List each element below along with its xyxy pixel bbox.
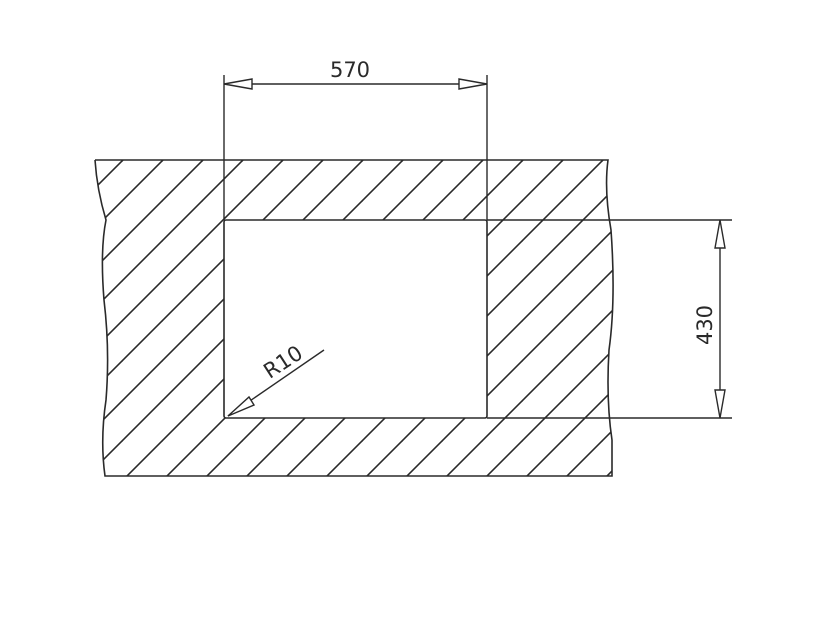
arrow-up-icon: [714, 219, 726, 249]
width-dimension: [223, 75, 488, 220]
height-dimension: [487, 219, 732, 419]
arrow-right-icon: [458, 78, 488, 90]
radius-leader: [227, 349, 325, 417]
height-dimension-label: 430: [693, 305, 717, 345]
worktop-outline: [94, 159, 614, 477]
worktop-hatch: [95, 160, 614, 476]
arrow-down-icon: [714, 389, 726, 419]
arrow-left-icon: [223, 78, 253, 90]
sink-cutout: [223, 219, 488, 419]
arrow-radius-icon: [227, 395, 256, 417]
width-dimension-label: 570: [330, 58, 370, 82]
